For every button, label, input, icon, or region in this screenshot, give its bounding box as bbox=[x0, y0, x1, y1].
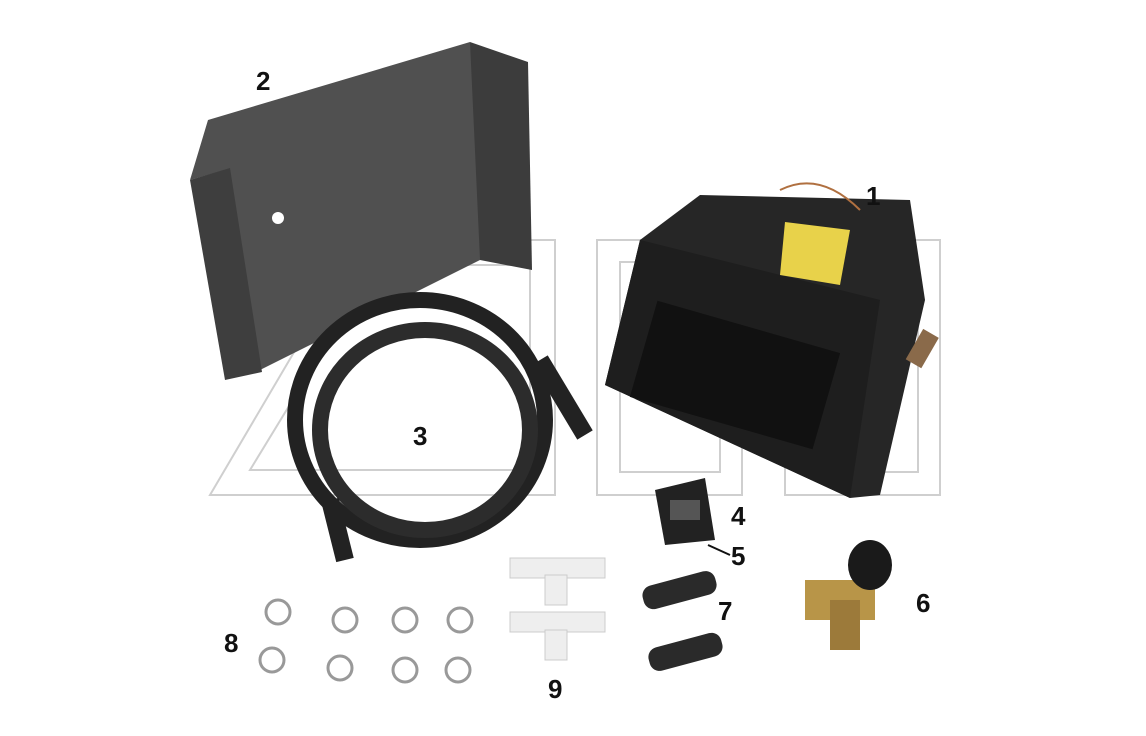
part-label-4: 4 bbox=[731, 501, 746, 531]
part-label-6: 6 bbox=[916, 588, 931, 618]
water-valve bbox=[805, 540, 892, 650]
part-label-5: 5 bbox=[731, 541, 746, 571]
heater-unit bbox=[605, 182, 939, 498]
hose-connectors bbox=[642, 571, 723, 671]
t-pieces bbox=[509, 557, 606, 661]
part-label-9: 9 bbox=[548, 674, 563, 704]
heater-hose bbox=[287, 292, 593, 563]
part-label-3: 3 bbox=[413, 421, 428, 451]
part-label-1: 1 bbox=[866, 181, 881, 211]
hose-clamps bbox=[258, 598, 474, 684]
part-label-2: 2 bbox=[256, 66, 271, 96]
part-label-7: 7 bbox=[718, 596, 733, 626]
arrow-5 bbox=[707, 544, 731, 556]
mounting-bracket bbox=[190, 42, 532, 380]
part-label-8: 8 bbox=[224, 628, 239, 658]
switch bbox=[655, 478, 715, 545]
